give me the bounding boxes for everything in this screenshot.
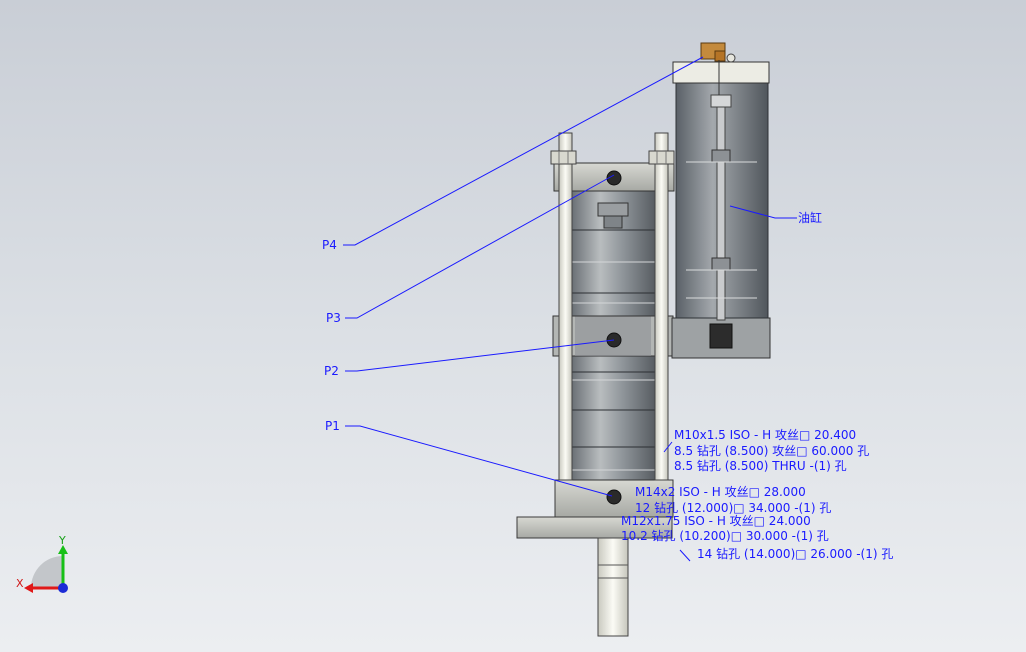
leader-p3 <box>345 174 615 319</box>
triad-y-label: Y <box>58 534 66 547</box>
leader-p2 <box>345 339 615 372</box>
tank-center-rod <box>716 94 726 321</box>
hole-note-upper-1: M10x1.5 ISO - H 攻丝□ 20.400 <box>674 428 856 442</box>
hole-note-lower-1: M14x2 ISO - H 攻丝□ 28.000 <box>635 485 806 499</box>
tank-top-cap <box>672 61 770 84</box>
callout-p2: P2 <box>324 364 339 378</box>
tie-rod-right <box>654 132 669 481</box>
hole-note-lower-4: 10.2 钻孔 (10.200)□ 30.000 -(1) 孔 <box>621 528 829 543</box>
leader-p4 <box>343 56 704 246</box>
callout-oil-cylinder: 油缸 <box>798 210 822 225</box>
callout-p4: P4 <box>322 238 337 252</box>
hole-note-upper-2: 8.5 钻孔 (8.500) 攻丝□ 60.000 孔 <box>674 443 869 458</box>
tie-rod-left <box>558 132 573 481</box>
hole-note-lower-2: 12 钻孔 (12.000)□ 34.000 -(1) 孔 <box>635 500 831 515</box>
leader-oil <box>729 205 797 219</box>
coordinate-triad: Y X <box>16 534 68 593</box>
lower-cylinder-barrel <box>567 355 661 481</box>
leader-hole-upper <box>663 441 673 453</box>
triad-x-label: X <box>16 577 24 590</box>
hole-note-lower-5: 14 钻孔 (14.000)□ 26.000 -(1) 孔 <box>697 546 893 561</box>
piston-rod <box>597 537 629 637</box>
triad-quadrant <box>31 556 63 588</box>
port-p1[interactable] <box>606 489 622 505</box>
hole-note-upper-3: 8.5 钻孔 (8.500) THRU -(1) 孔 <box>674 458 847 473</box>
nut-left <box>550 150 577 165</box>
nut-right <box>648 150 675 165</box>
port-p3[interactable] <box>606 170 622 186</box>
hole-note-lower-3: M12x1.75 ISO - H 攻丝□ 24.000 <box>621 514 811 528</box>
leader-hole-lower <box>679 549 691 562</box>
leader-lines <box>343 56 797 562</box>
z-axis-dot <box>58 583 68 593</box>
leader-p1 <box>345 425 613 497</box>
callout-p1: P1 <box>325 419 340 433</box>
oil-tank-assembly[interactable] <box>671 42 771 359</box>
main-cylinder-assembly[interactable] <box>516 132 675 637</box>
callout-p3: P3 <box>326 311 341 325</box>
